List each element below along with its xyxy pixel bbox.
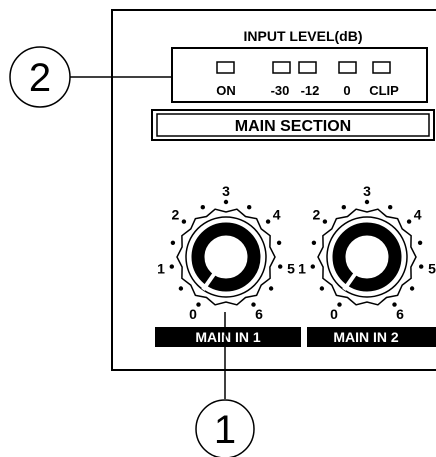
meter-label-clip: CLIP — [369, 83, 399, 98]
scale-dot — [200, 205, 205, 210]
panel-outline — [111, 9, 436, 371]
scale-label-1: 1 — [157, 261, 165, 277]
scale-dot — [181, 219, 187, 224]
scale-label-6: 6 — [255, 306, 263, 322]
main-in-1-label-bar — [155, 327, 301, 347]
input-level-meter-box — [171, 47, 428, 103]
led-clip — [372, 61, 391, 74]
scale-dot — [406, 219, 412, 224]
knob-main-in-1[interactable]: 0 1 2 3 4 5 6 — [157, 183, 295, 322]
scale-label-4: 4 — [273, 207, 281, 223]
scale-dot — [319, 286, 325, 291]
scale-label-3: 3 — [363, 183, 371, 199]
scale-dot — [337, 302, 342, 307]
scale-label-1: 1 — [298, 261, 306, 277]
knob-pointer — [342, 268, 360, 291]
scale-label-4: 4 — [414, 207, 422, 223]
scale-dot — [265, 219, 271, 224]
scale-dot — [196, 302, 201, 307]
scale-dot — [223, 199, 229, 205]
callout-1-circle — [195, 399, 255, 457]
scale-dot — [251, 302, 256, 307]
scale-dot — [169, 264, 174, 269]
scale-label-2: 2 — [313, 207, 321, 223]
scale-dot — [178, 286, 184, 291]
scale-dot — [417, 240, 423, 245]
knob-pointer — [201, 268, 219, 291]
scale-dot — [170, 240, 176, 245]
main-in-1-label: MAIN IN 1 — [195, 329, 261, 345]
knob-cap — [191, 222, 261, 292]
callout-2-number: 2 — [29, 56, 51, 100]
scale-label-6: 6 — [396, 306, 404, 322]
scale-label-0: 0 — [330, 306, 338, 322]
scale-dot — [268, 286, 274, 291]
scale-label-3: 3 — [222, 183, 230, 199]
input-level-title: INPUT LEVEL(dB) — [244, 28, 363, 44]
led-minus-30 — [272, 61, 291, 74]
scale-label-5: 5 — [287, 261, 295, 277]
meter-label-zero: 0 — [343, 83, 350, 98]
scale-label-2: 2 — [172, 207, 180, 223]
main-in-2-label: MAIN IN 2 — [333, 329, 399, 345]
scale-dot — [310, 264, 315, 269]
meter-label-minus-12: -12 — [301, 83, 320, 98]
meter-label-minus-30: -30 — [271, 83, 290, 98]
knob-main-in-2[interactable]: 0 1 2 3 4 5 6 — [298, 183, 436, 322]
scale-dot — [388, 205, 393, 210]
main-in-2-label-bar — [307, 327, 436, 347]
scale-dot — [364, 199, 370, 205]
scale-dot — [392, 302, 397, 307]
scale-dot — [276, 240, 282, 245]
main-section-title: MAIN SECTION — [235, 118, 351, 135]
scale-dot — [419, 264, 424, 269]
knob-cap — [332, 222, 402, 292]
scale-dot — [278, 264, 283, 269]
led-zero — [338, 61, 357, 74]
scale-dot — [311, 240, 317, 245]
scale-dot — [341, 205, 346, 210]
scale-label-5: 5 — [428, 261, 436, 277]
led-minus-12 — [298, 61, 317, 74]
scale-dot — [322, 219, 328, 224]
led-on — [216, 61, 235, 74]
meter-label-on: ON — [216, 83, 236, 98]
scale-dot — [247, 205, 252, 210]
main-section-frame-inner — [156, 113, 430, 137]
scale-label-0: 0 — [189, 306, 197, 322]
scale-dot — [409, 286, 415, 291]
callout-1-number: 1 — [214, 408, 236, 452]
